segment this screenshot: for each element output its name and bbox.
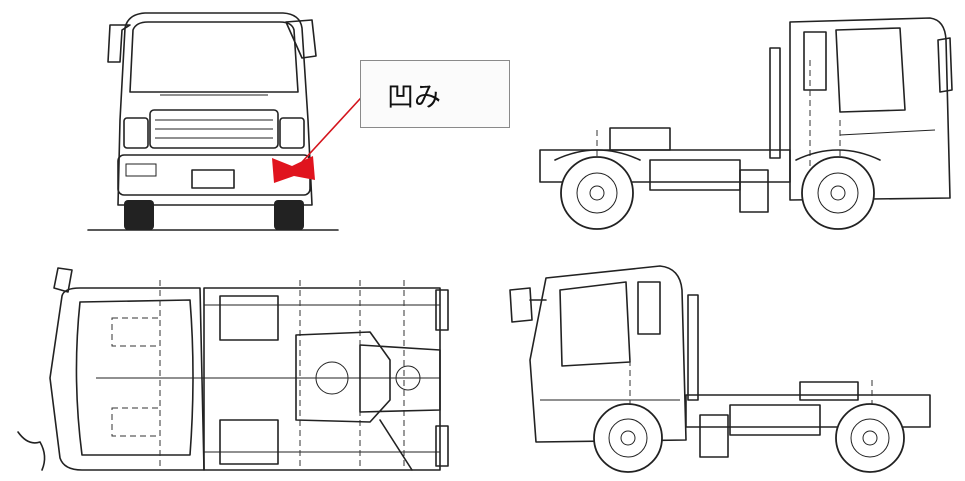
windshield: [129, 21, 299, 93]
rear-wheel-right: [835, 403, 905, 473]
rear-tire-top-left: [435, 289, 449, 331]
fuel-tank-right: [729, 404, 821, 436]
fifth-wheel-plate: [295, 331, 391, 423]
top-mirror-right: [17, 431, 46, 471]
rear-window-right: [637, 281, 661, 335]
license-plate: [191, 169, 235, 189]
side-mirror-right: [509, 287, 533, 323]
front-wheel-right: [593, 403, 663, 473]
callout-leader-line: [301, 87, 371, 163]
chassis-frame-right: [685, 394, 931, 428]
cab-body: [117, 12, 313, 206]
fuel-tank: [649, 159, 741, 191]
right-side-view: [509, 265, 931, 473]
exhaust-stack-right: [687, 294, 699, 401]
left-side-view: [539, 17, 953, 230]
top-view: [17, 267, 449, 471]
side-mirror: [937, 37, 953, 93]
fifth-wheel-right: [799, 381, 859, 401]
callout-text: 凹み: [387, 81, 441, 113]
cab-window: [835, 27, 906, 113]
step: [739, 169, 769, 213]
front-right-tire: [274, 200, 304, 230]
dent-callout-label: 凹み: [360, 60, 510, 128]
cab-window-right: [559, 281, 631, 367]
fifth-wheel: [609, 127, 671, 151]
rear-tire-top-right: [435, 425, 449, 467]
cab-side: [789, 17, 951, 201]
dent-marker: [272, 156, 315, 183]
rear-wheel: [560, 156, 634, 230]
front-wheel: [801, 156, 875, 230]
left-mirror: [107, 24, 131, 63]
front-left-tire: [124, 200, 154, 230]
exhaust-stack: [769, 47, 781, 159]
front-view: [87, 12, 371, 231]
cab-roof: [49, 287, 205, 471]
left-headlight: [123, 117, 149, 149]
grille: [149, 109, 279, 149]
frame-top: [203, 287, 441, 471]
right-mirror: [285, 19, 317, 59]
rear-cab-window: [803, 31, 827, 91]
right-headlight: [279, 117, 305, 149]
top-mirror-left: [53, 267, 73, 293]
roof-panel: [75, 299, 194, 456]
step-right: [699, 414, 729, 458]
